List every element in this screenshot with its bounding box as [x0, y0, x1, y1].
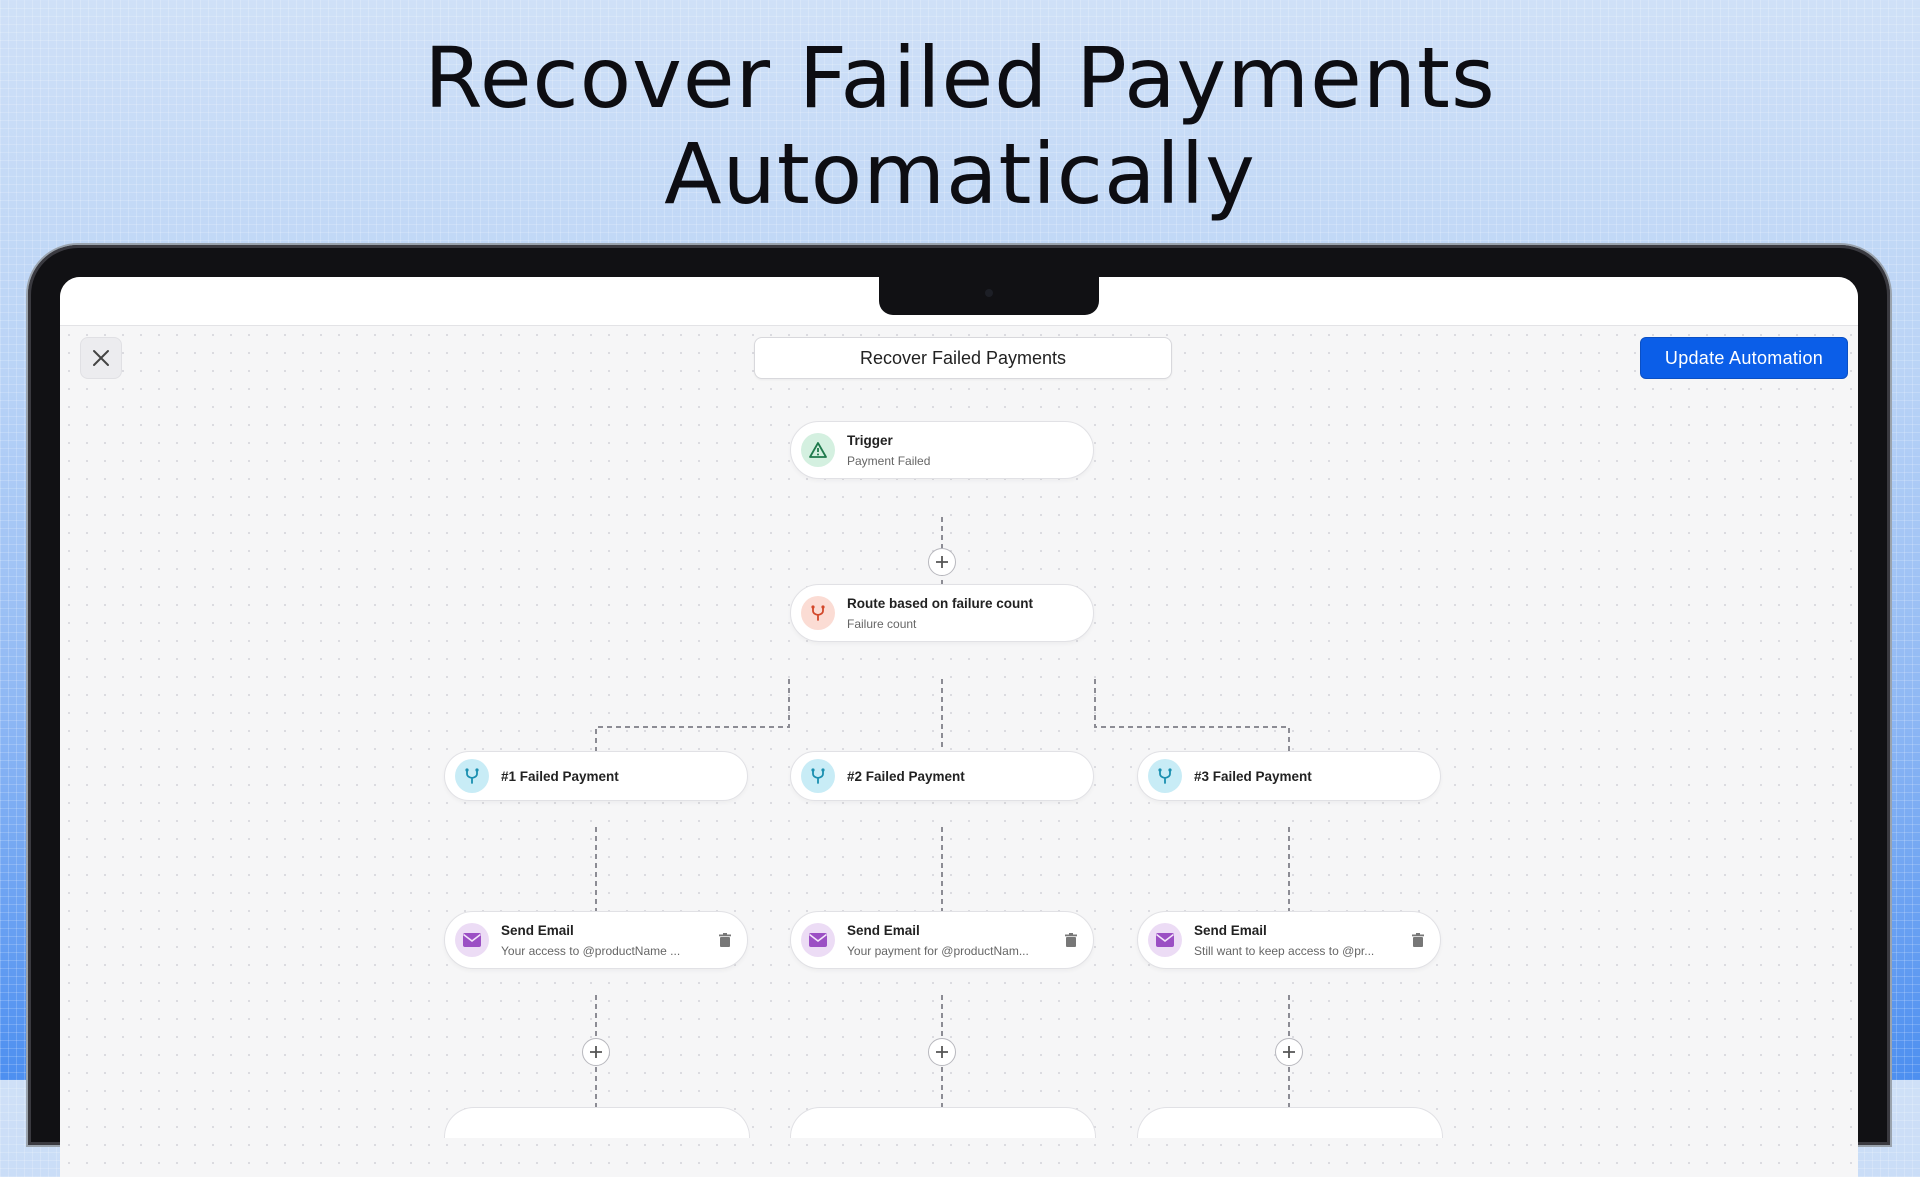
next-node-partial[interactable] — [790, 1107, 1096, 1138]
headline: Recover Failed Payments Automatically — [0, 30, 1920, 222]
branch-icon — [455, 759, 489, 793]
mail-icon — [801, 923, 835, 957]
branch-label: #1 Failed Payment — [501, 768, 619, 784]
update-automation-button[interactable]: Update Automation — [1640, 337, 1848, 379]
camera-icon — [985, 289, 993, 297]
plus-icon — [936, 556, 948, 568]
add-step-button[interactable] — [928, 548, 956, 576]
branch-icon — [1148, 759, 1182, 793]
close-button[interactable] — [80, 337, 122, 379]
add-step-button[interactable] — [582, 1038, 610, 1066]
update-automation-label: Update Automation — [1664, 347, 1824, 368]
branch-node-2[interactable]: #2 Failed Payment — [790, 751, 1094, 801]
email-sub: Your access to @productName ... — [501, 943, 681, 958]
trigger-sub: Payment Failed — [847, 453, 931, 468]
next-node-partial[interactable] — [444, 1107, 750, 1138]
mail-icon — [455, 923, 489, 957]
add-step-button[interactable] — [928, 1038, 956, 1066]
branch-icon — [801, 759, 835, 793]
router-node[interactable]: Route based on failure count Failure cou… — [790, 584, 1094, 642]
trigger-node[interactable]: Trigger Payment Failed — [790, 421, 1094, 479]
email-label: Send Email — [847, 922, 920, 938]
trash-icon[interactable] — [1063, 932, 1079, 948]
send-email-node-1[interactable]: Send Email Your access to @productName .… — [444, 911, 748, 969]
send-email-node-2[interactable]: Send Email Your payment for @productNam.… — [790, 911, 1094, 969]
plus-icon — [936, 1046, 948, 1058]
mail-icon — [1148, 923, 1182, 957]
add-step-button[interactable] — [1275, 1038, 1303, 1066]
router-label: Route based on failure count — [847, 595, 1034, 611]
close-icon — [93, 350, 109, 366]
branch-node-3[interactable]: #3 Failed Payment — [1137, 751, 1441, 801]
trigger-label: Trigger — [847, 432, 893, 448]
send-email-node-3[interactable]: Send Email Still want to keep access to … — [1137, 911, 1441, 969]
branch-label: #3 Failed Payment — [1194, 768, 1312, 784]
app-screen: Recover Failed Payments Update Automatio… — [60, 277, 1858, 1177]
headline-line-1: Recover Failed Payments — [424, 29, 1496, 127]
branch-icon — [801, 596, 835, 630]
plus-icon — [1283, 1046, 1295, 1058]
connector-lines — [595, 517, 1290, 1107]
router-sub: Failure count — [847, 616, 917, 631]
email-sub: Still want to keep access to @pr... — [1194, 943, 1375, 958]
laptop-frame: Recover Failed Payments Update Automatio… — [28, 245, 1890, 1177]
plus-icon — [590, 1046, 602, 1058]
branch-label: #2 Failed Payment — [847, 768, 965, 784]
headline-line-2: Automatically — [664, 125, 1256, 223]
trash-icon[interactable] — [1410, 932, 1426, 948]
automation-title: Recover Failed Payments — [859, 347, 1067, 368]
camera-notch — [879, 277, 1099, 315]
automation-title-field[interactable]: Recover Failed Payments — [754, 337, 1172, 379]
warning-triangle-icon — [801, 433, 835, 467]
email-label: Send Email — [501, 922, 574, 938]
email-sub: Your payment for @productNam... — [847, 943, 1029, 958]
email-label: Send Email — [1194, 922, 1267, 938]
trash-icon[interactable] — [717, 932, 733, 948]
branch-node-1[interactable]: #1 Failed Payment — [444, 751, 748, 801]
next-node-partial[interactable] — [1137, 1107, 1443, 1138]
